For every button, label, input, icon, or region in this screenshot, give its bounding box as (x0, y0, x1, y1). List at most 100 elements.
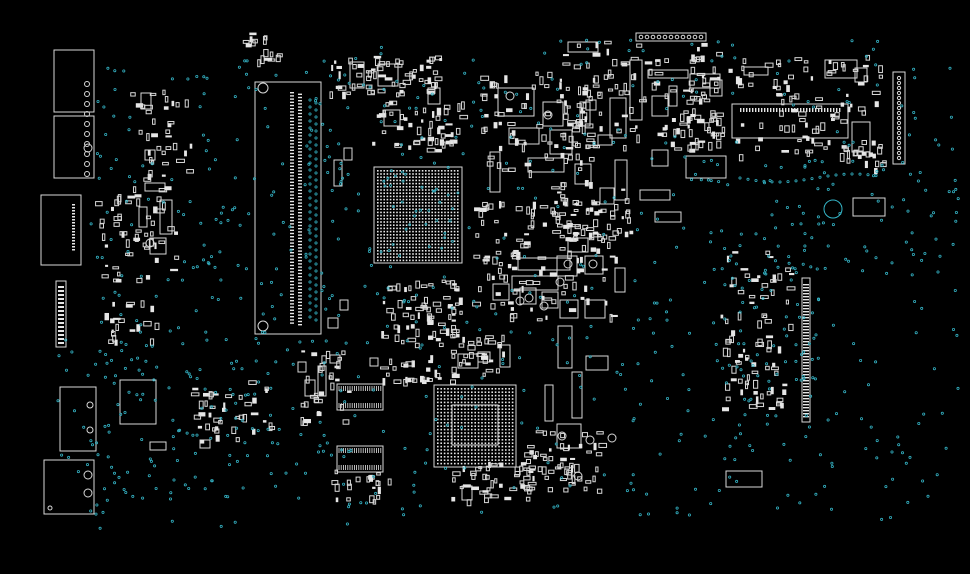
header-pin (896, 75, 902, 81)
via (117, 475, 121, 479)
via (420, 185, 424, 189)
smd-pad (609, 255, 616, 258)
bga-pad (386, 205, 389, 207)
bga-pad (453, 189, 456, 191)
bga-pad (447, 452, 449, 455)
via (98, 526, 102, 530)
connector-pin (803, 395, 809, 397)
dimm-pin (298, 199, 302, 201)
smd-pad (427, 316, 431, 324)
smd-pad (525, 93, 530, 101)
via (670, 78, 674, 82)
smd-pad (481, 353, 488, 356)
smd-component (564, 105, 568, 114)
bga-pad (441, 179, 443, 182)
smd-pad (726, 255, 730, 263)
bga-pad (447, 401, 449, 404)
bga-pad (405, 234, 408, 236)
via (166, 278, 170, 282)
smd-component (610, 210, 616, 217)
bga-pad (396, 230, 398, 233)
mount-hole-right (823, 199, 843, 219)
bga-pad (460, 415, 463, 417)
smd-pad (445, 123, 453, 126)
bga-pad (511, 398, 514, 400)
via (675, 506, 679, 510)
bga-pad (415, 205, 417, 207)
bga-pad (383, 250, 385, 252)
smd-component (690, 66, 696, 75)
smd-component (725, 396, 731, 402)
bga-pad (505, 462, 507, 465)
via (560, 476, 564, 480)
smd-component (603, 74, 609, 80)
smd-component (871, 90, 881, 95)
bga-pad (501, 449, 504, 451)
smd-component (753, 379, 759, 389)
bga-pad (454, 405, 456, 407)
bga-pad (437, 218, 440, 220)
dimm-pin (290, 111, 294, 113)
bga-pad (441, 202, 443, 204)
smd-component (385, 102, 390, 107)
smd-component (539, 205, 549, 209)
smd-pad (174, 231, 178, 235)
bga-pad (418, 173, 421, 175)
component-package (317, 365, 327, 397)
via (308, 133, 312, 137)
bga-pad (454, 449, 456, 451)
via (375, 292, 379, 296)
via (756, 374, 760, 378)
bga-pad (415, 182, 417, 185)
bga-pad (488, 398, 490, 400)
smd-component (737, 289, 745, 295)
via (337, 313, 341, 317)
bga-pad (380, 218, 382, 220)
bga-pad (402, 189, 405, 191)
bga-pad (389, 202, 392, 204)
bga-pad (425, 237, 427, 239)
smd-pad (629, 230, 634, 235)
via (308, 112, 312, 116)
smd-component (165, 146, 172, 151)
bga-pad (399, 179, 401, 182)
bga-pad (447, 230, 449, 233)
bga-pad (450, 428, 453, 431)
bga-pad (437, 227, 440, 230)
smd-component (567, 250, 572, 260)
via (656, 217, 660, 221)
bga-pad (471, 401, 473, 404)
bga-pad (409, 202, 411, 204)
bga-pad (447, 205, 449, 207)
via (203, 387, 207, 391)
bga-pad (437, 422, 439, 424)
smd-component (235, 437, 240, 443)
smd-component (839, 152, 845, 162)
via (214, 217, 218, 221)
bga-pad (437, 192, 440, 194)
bga-pad (377, 189, 379, 191)
header-pin (896, 120, 902, 126)
smd-pad (213, 393, 219, 396)
smd-pad (192, 387, 199, 391)
via (510, 288, 514, 292)
via (762, 179, 766, 183)
bga-pad (450, 237, 453, 239)
smd-component (495, 83, 499, 89)
smd-component (555, 216, 561, 224)
smd-component (865, 151, 871, 158)
smd-component (325, 350, 331, 360)
smd-component (386, 61, 390, 67)
bga-pad (511, 462, 514, 465)
bga-pad (447, 253, 449, 255)
bga-pad (447, 182, 449, 185)
smd-pad (590, 247, 597, 252)
bga-pad (377, 221, 379, 223)
top-header-strip (635, 32, 707, 42)
via (519, 110, 523, 114)
via (443, 466, 447, 470)
via (860, 417, 864, 421)
bga-pad (467, 452, 470, 455)
bga-pad (491, 415, 493, 417)
smd-component (540, 453, 547, 457)
